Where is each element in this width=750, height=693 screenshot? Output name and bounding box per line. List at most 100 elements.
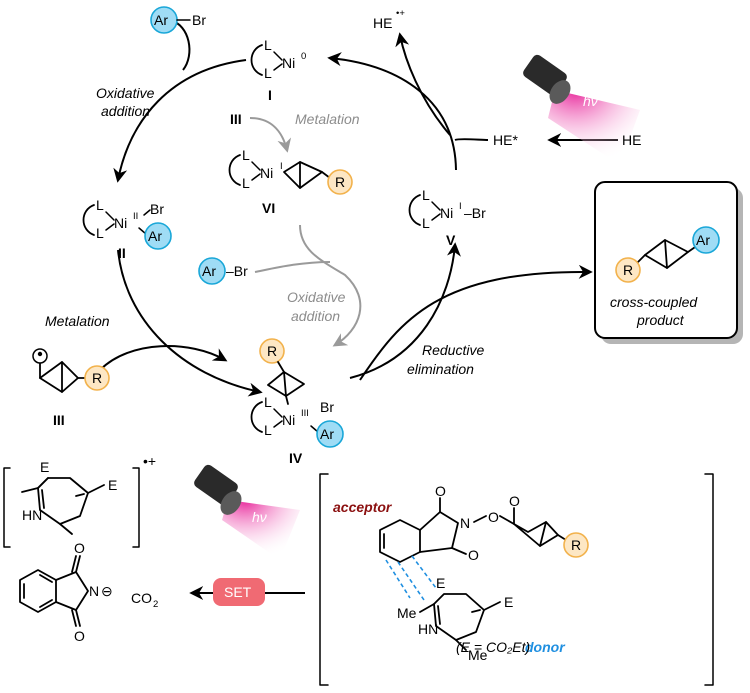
svg-text:⊖: ⊖ <box>101 583 113 599</box>
svg-text:L: L <box>264 37 272 53</box>
eda-complex: acceptor donor (E = CO₂Et) O O N O O R E <box>319 473 714 686</box>
svg-text:cross-coupled: cross-coupled <box>610 294 698 310</box>
set-arrow: SET <box>189 578 305 606</box>
svg-text:Br: Br <box>320 399 334 415</box>
svg-text:Ar: Ar <box>148 228 162 244</box>
product-box: Ar R cross-coupled product <box>594 181 743 344</box>
svg-text:III: III <box>230 111 242 127</box>
svg-text:L: L <box>422 215 430 231</box>
svg-text:III: III <box>301 408 309 419</box>
svg-text:L: L <box>264 65 272 81</box>
svg-text:I: I <box>459 201 462 212</box>
radical-iii: R III <box>32 348 110 428</box>
svg-text:E: E <box>40 459 49 475</box>
lamp-bottom-icon: hν <box>194 464 300 560</box>
svg-text:acceptor: acceptor <box>333 499 393 515</box>
phthalimide-anion: O O N ⊖ <box>19 540 113 644</box>
svg-text:Br: Br <box>150 201 164 217</box>
svg-text:R: R <box>623 262 633 278</box>
svg-text:Br: Br <box>192 12 206 28</box>
svg-text:•+: •+ <box>143 453 156 469</box>
svg-text:Ar: Ar <box>202 263 216 279</box>
aryl-bromide-mid: Ar –Br <box>198 257 248 285</box>
svg-text:O: O <box>74 628 85 644</box>
svg-text:L: L <box>264 422 272 438</box>
svg-text:–Br: –Br <box>464 205 486 221</box>
svg-text:SET: SET <box>224 584 252 600</box>
svg-text:Metalation: Metalation <box>295 111 360 127</box>
grey-arrows <box>249 117 362 347</box>
svg-text:HN: HN <box>22 507 42 523</box>
he-radical-cation: HE •+ <box>373 8 405 31</box>
svg-text:L: L <box>264 394 272 410</box>
svg-text:HN: HN <box>418 621 438 637</box>
svg-text:II: II <box>118 245 126 261</box>
svg-text:O: O <box>468 547 479 563</box>
he-excited: HE* <box>493 132 518 148</box>
step-labels: Oxidative addition III Metalation Metala… <box>45 85 484 377</box>
svg-text:0: 0 <box>301 51 306 62</box>
svg-text:O: O <box>435 483 446 499</box>
svg-text:CO: CO <box>131 590 152 606</box>
svg-text:elimination: elimination <box>407 361 474 377</box>
svg-text:hν: hν <box>583 93 598 109</box>
svg-text:hν: hν <box>252 509 267 525</box>
svg-text:V: V <box>446 232 456 248</box>
svg-text:L: L <box>242 175 250 191</box>
svg-text:Ar: Ar <box>320 426 334 442</box>
hantzsch-radical-cation: E E HN •+ <box>3 453 156 548</box>
svg-text:addition: addition <box>291 308 340 324</box>
svg-text:L: L <box>242 147 250 163</box>
svg-text:R: R <box>335 174 345 190</box>
svg-text:O: O <box>74 540 85 556</box>
svg-text:Ni: Ni <box>440 205 453 221</box>
svg-text:Ar: Ar <box>154 12 168 28</box>
svg-text:III: III <box>53 412 65 428</box>
svg-text:product: product <box>636 312 685 328</box>
svg-text:O: O <box>509 493 520 509</box>
svg-text:Ni: Ni <box>260 165 273 181</box>
svg-text:E: E <box>504 594 513 610</box>
svg-text:II: II <box>133 211 138 222</box>
svg-text:•+: •+ <box>396 8 405 19</box>
svg-text:Ni: Ni <box>282 55 295 71</box>
svg-text:Me: Me <box>397 605 417 621</box>
svg-text:R: R <box>267 343 277 359</box>
svg-text:addition: addition <box>101 103 150 119</box>
svg-text:R: R <box>92 370 102 386</box>
svg-text:L: L <box>422 187 430 203</box>
svg-text:Reductive: Reductive <box>422 342 484 358</box>
svg-text:N: N <box>89 583 99 599</box>
svg-text:Ni: Ni <box>282 412 295 428</box>
svg-text:Ni: Ni <box>114 215 127 231</box>
svg-text:I: I <box>268 87 272 103</box>
svg-text:E: E <box>436 575 445 591</box>
svg-text:(E = CO₂Et): (E = CO₂Et) <box>456 639 530 655</box>
complex-iv: R L L Ni III Br Ar IV <box>250 338 344 466</box>
svg-text:IV: IV <box>289 450 303 466</box>
cycle-arrows <box>99 19 618 397</box>
svg-text:R: R <box>571 537 581 553</box>
svg-text:VI: VI <box>262 200 275 216</box>
svg-text:donor: donor <box>525 639 566 655</box>
svg-text:I: I <box>280 161 283 172</box>
complex-i: L L Ni 0 I <box>250 37 306 103</box>
svg-text:E: E <box>108 477 117 493</box>
lamp-top-icon: hν <box>523 54 640 165</box>
he-ground: HE <box>622 132 641 148</box>
svg-text:N: N <box>460 515 470 531</box>
svg-text:Me: Me <box>468 647 488 663</box>
svg-text:2: 2 <box>153 599 158 610</box>
complex-v: L L Ni I –Br V <box>408 187 486 248</box>
co2: CO 2 <box>131 590 158 610</box>
svg-text:Ar: Ar <box>696 232 710 248</box>
aryl-bromide-top: Ar Br <box>150 6 206 34</box>
svg-text:O: O <box>488 509 499 525</box>
complex-vi: L L Ni I R VI <box>228 147 353 216</box>
svg-text:L: L <box>96 197 104 213</box>
svg-text:HE: HE <box>373 15 392 31</box>
svg-text:Oxidative: Oxidative <box>287 289 346 305</box>
svg-text:Oxidative: Oxidative <box>96 85 155 101</box>
